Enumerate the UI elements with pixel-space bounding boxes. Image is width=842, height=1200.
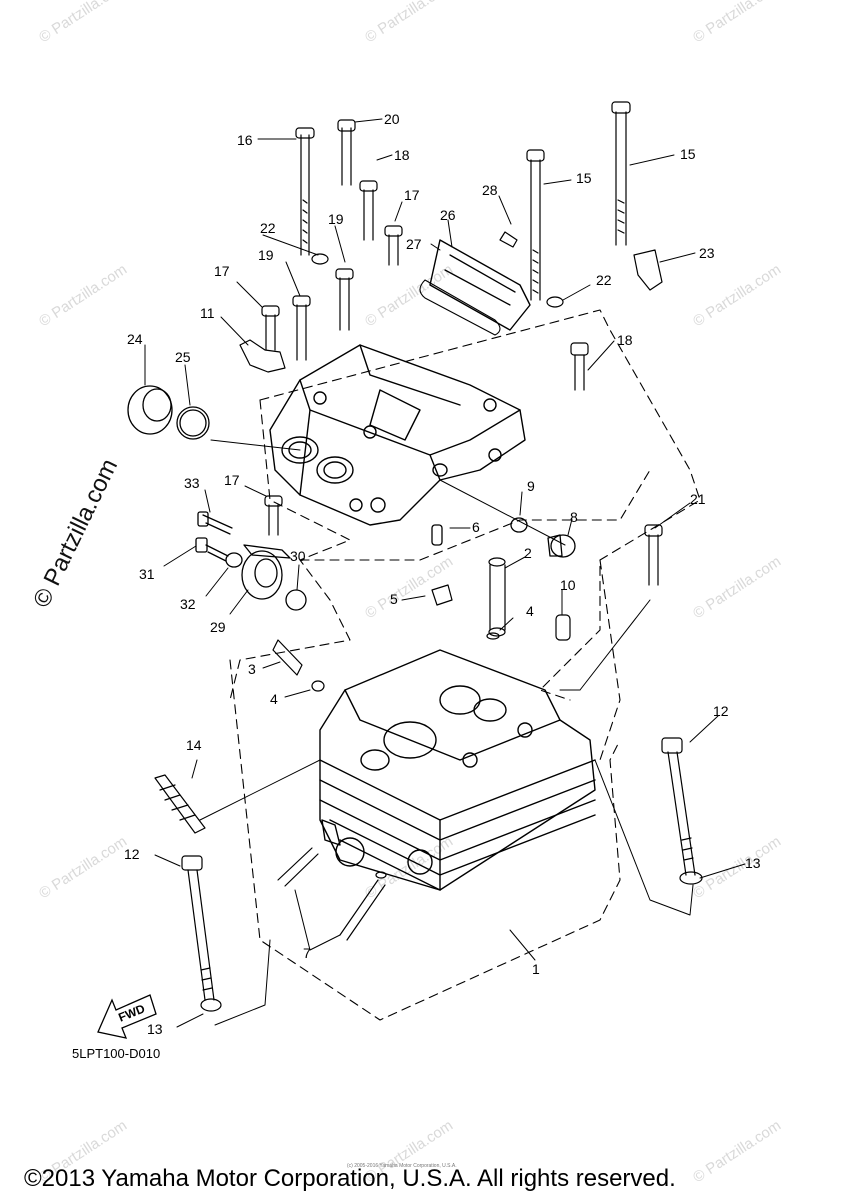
callout-label: 14 — [186, 737, 202, 753]
callout-label: 33 — [184, 475, 200, 491]
callout-label: 21 — [690, 491, 706, 507]
callout-label: 23 — [699, 245, 715, 261]
callout-label: 11 — [200, 305, 215, 321]
callout-label: 10 — [560, 577, 576, 593]
callout-label: 12 — [124, 846, 140, 862]
callout-label: 27 — [406, 236, 422, 252]
callout-label: 15 — [576, 170, 592, 186]
callout-label: 19 — [328, 211, 344, 227]
callout-label: 25 — [175, 349, 191, 365]
callout-label: 17 — [224, 472, 240, 488]
callout-label: 19 — [258, 247, 274, 263]
callout-label: 2 — [524, 545, 532, 561]
callout-label: 22 — [596, 272, 612, 288]
diagram-code: 5LPT100-D010 — [72, 1046, 161, 1061]
callout-label: 29 — [210, 619, 226, 635]
callout-label: 28 — [482, 182, 498, 198]
callout-label: 30 — [290, 548, 306, 564]
callout-label: 1 — [532, 961, 540, 977]
callout-label: 18 — [617, 332, 633, 348]
callout-label: 31 — [139, 566, 155, 582]
callout-label: 9 — [527, 478, 535, 494]
callout-label: 13 — [147, 1021, 163, 1037]
tiny-copyright: (c) 2005-2016 Yamaha Motor Corporation, … — [347, 1163, 457, 1169]
callout-label: 7 — [303, 945, 311, 961]
callout-label: 20 — [384, 111, 400, 127]
callout-label: 5 — [390, 591, 398, 607]
callout-label: 4 — [270, 691, 278, 707]
callout-label: 17 — [404, 187, 420, 203]
callout-label: 3 — [248, 661, 256, 677]
callout-label: 12 — [713, 703, 729, 719]
callout-label: 4 — [526, 603, 534, 619]
callout-label: 6 — [472, 519, 480, 535]
callout-label: 32 — [180, 596, 196, 612]
callout-label: 15 — [680, 146, 696, 162]
callout-label: 24 — [127, 331, 143, 347]
copyright-footer: ©2013 Yamaha Motor Corporation, U.S.A. A… — [24, 1165, 676, 1192]
callout-label: 18 — [394, 147, 410, 163]
callout-label: 16 — [237, 132, 253, 148]
callout-label: 26 — [440, 207, 456, 223]
callout-label: 13 — [745, 855, 761, 871]
callout-label: 17 — [214, 263, 230, 279]
callout-label: 22 — [260, 220, 276, 236]
callout-label: 8 — [570, 509, 578, 525]
